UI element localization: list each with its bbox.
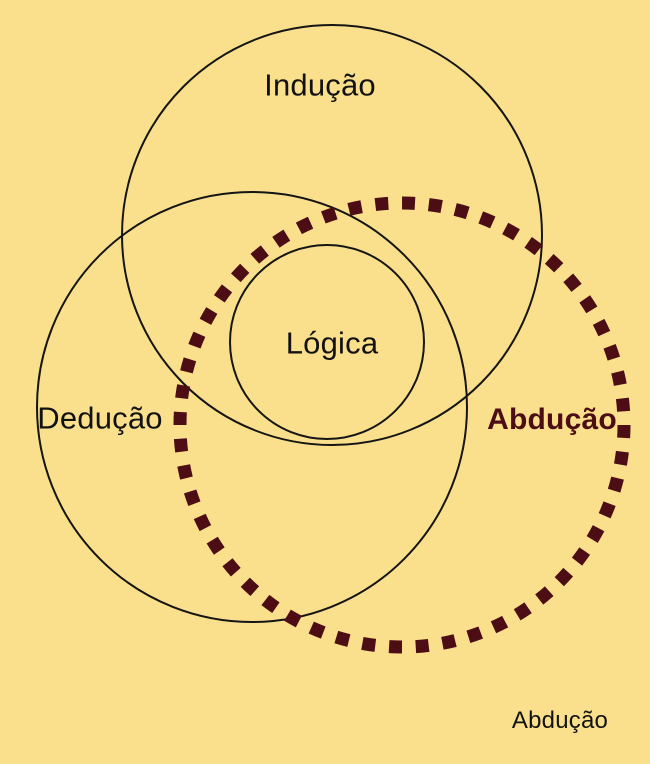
circle-inducao bbox=[121, 24, 543, 446]
circle-abducao-dotted bbox=[173, 196, 631, 654]
venn-circles-group bbox=[36, 24, 631, 654]
circle-logica bbox=[229, 244, 425, 440]
circle-deducao bbox=[36, 191, 468, 623]
